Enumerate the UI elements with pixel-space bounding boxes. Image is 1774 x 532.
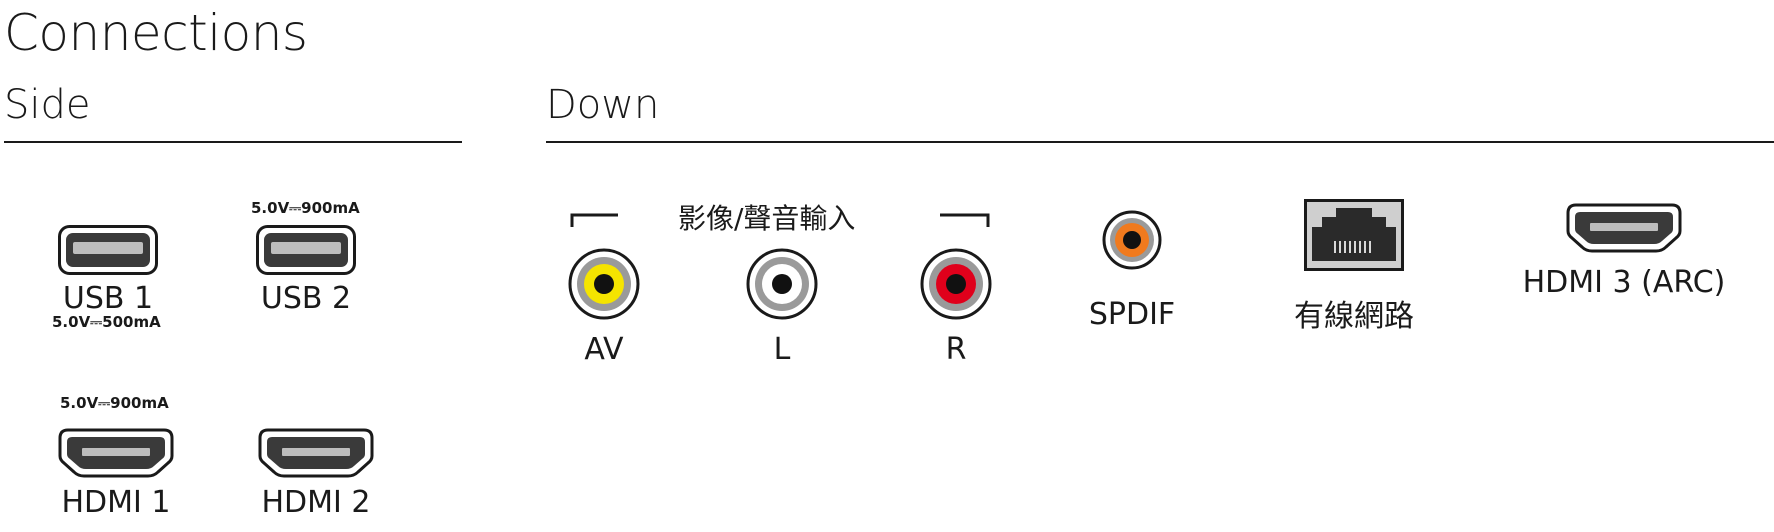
usb2-spec: 5.0V⎓900mA xyxy=(251,199,360,217)
usb1-label: USB 1 xyxy=(62,281,154,316)
side-section-title: Side xyxy=(4,82,91,128)
usb2-label: USB 2 xyxy=(260,281,352,316)
hdmi-port-icon xyxy=(1566,203,1682,253)
r-label: R xyxy=(945,332,967,367)
page-title: Connections xyxy=(4,4,308,62)
usb-port-icon xyxy=(256,225,356,275)
hdmi3-label: HDMI 3 (ARC) xyxy=(1522,265,1726,300)
side-section-divider xyxy=(4,141,462,143)
av-group-bracket-right xyxy=(940,213,990,227)
spdif-label: SPDIF xyxy=(1088,297,1176,332)
rca-jack-icon xyxy=(746,248,818,320)
hdmi1-spec: 5.0V⎓900mA xyxy=(60,394,169,412)
av-group-label: 影像/聲音輸入 xyxy=(678,202,856,235)
down-section-divider xyxy=(546,141,1774,143)
usb-port-icon xyxy=(58,225,158,275)
rca-jack-icon xyxy=(920,248,992,320)
hdmi-port-icon xyxy=(58,428,174,478)
spdif-jack-icon xyxy=(1102,210,1162,270)
av-group-bracket-left xyxy=(570,213,618,227)
av-label: AV xyxy=(584,332,624,367)
down-section-title: Down xyxy=(546,82,660,128)
usb1-spec: 5.0V⎓500mA xyxy=(52,313,161,331)
l-label: L xyxy=(773,332,791,367)
hdmi2-label: HDMI 2 xyxy=(261,485,371,520)
hdmi1-label: HDMI 1 xyxy=(61,485,171,520)
ethernet-port-icon xyxy=(1304,199,1404,271)
lan-label: 有線網路 xyxy=(1294,299,1414,334)
hdmi-port-icon xyxy=(258,428,374,478)
rca-jack-icon xyxy=(568,248,640,320)
